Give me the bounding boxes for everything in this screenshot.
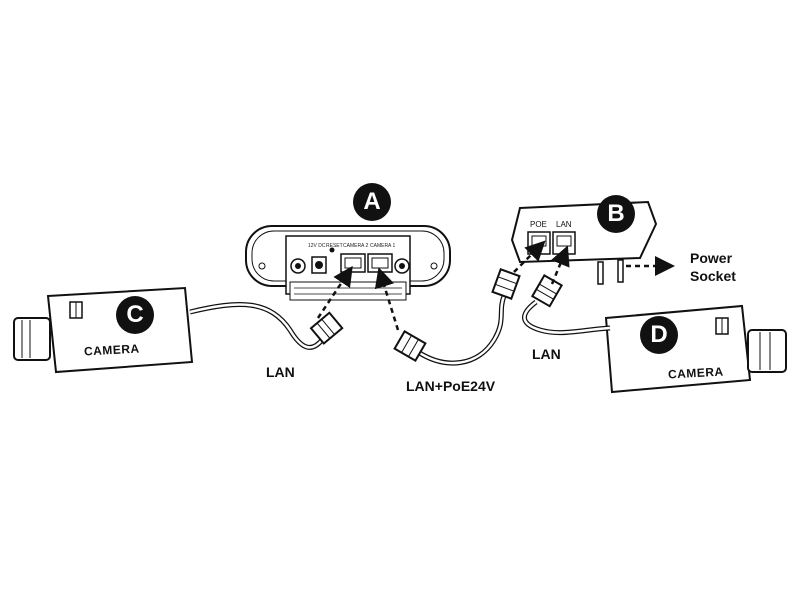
arrow-lan-to-a <box>316 265 353 319</box>
camera-c-label: CAMERA <box>83 341 141 359</box>
label-power-socket-1: Power <box>690 250 733 266</box>
poe-cable <box>393 268 521 366</box>
device-a-reset-label: RESET <box>326 243 343 249</box>
label-lan-left: LAN <box>266 364 295 380</box>
badge-b: B <box>597 195 635 233</box>
label-lan-poe: LAN+PoE24V <box>406 378 496 394</box>
injector-lan-label: LAN <box>556 220 572 229</box>
arrow-poe-to-b <box>513 240 546 273</box>
label-power-socket-2: Socket <box>690 268 736 284</box>
label-lan-right: LAN <box>532 346 561 362</box>
badge-a: A <box>353 183 391 221</box>
device-a-power-label: 12V DC <box>308 243 326 249</box>
camera-d-label: CAMERA <box>667 364 725 382</box>
connection-arrows <box>316 240 675 331</box>
device-a-camera1-label: CAMERA 1 <box>370 243 396 249</box>
device-a <box>245 225 451 301</box>
arrow-lan-to-b <box>550 245 570 285</box>
badge-d: D <box>640 316 678 354</box>
injector-poe-label: POE <box>530 220 547 229</box>
badge-c: C <box>116 296 154 334</box>
arrow-poe-to-a <box>374 267 400 331</box>
device-a-camera2-label: CAMERA 2 <box>343 243 369 249</box>
camera-c <box>13 286 344 374</box>
